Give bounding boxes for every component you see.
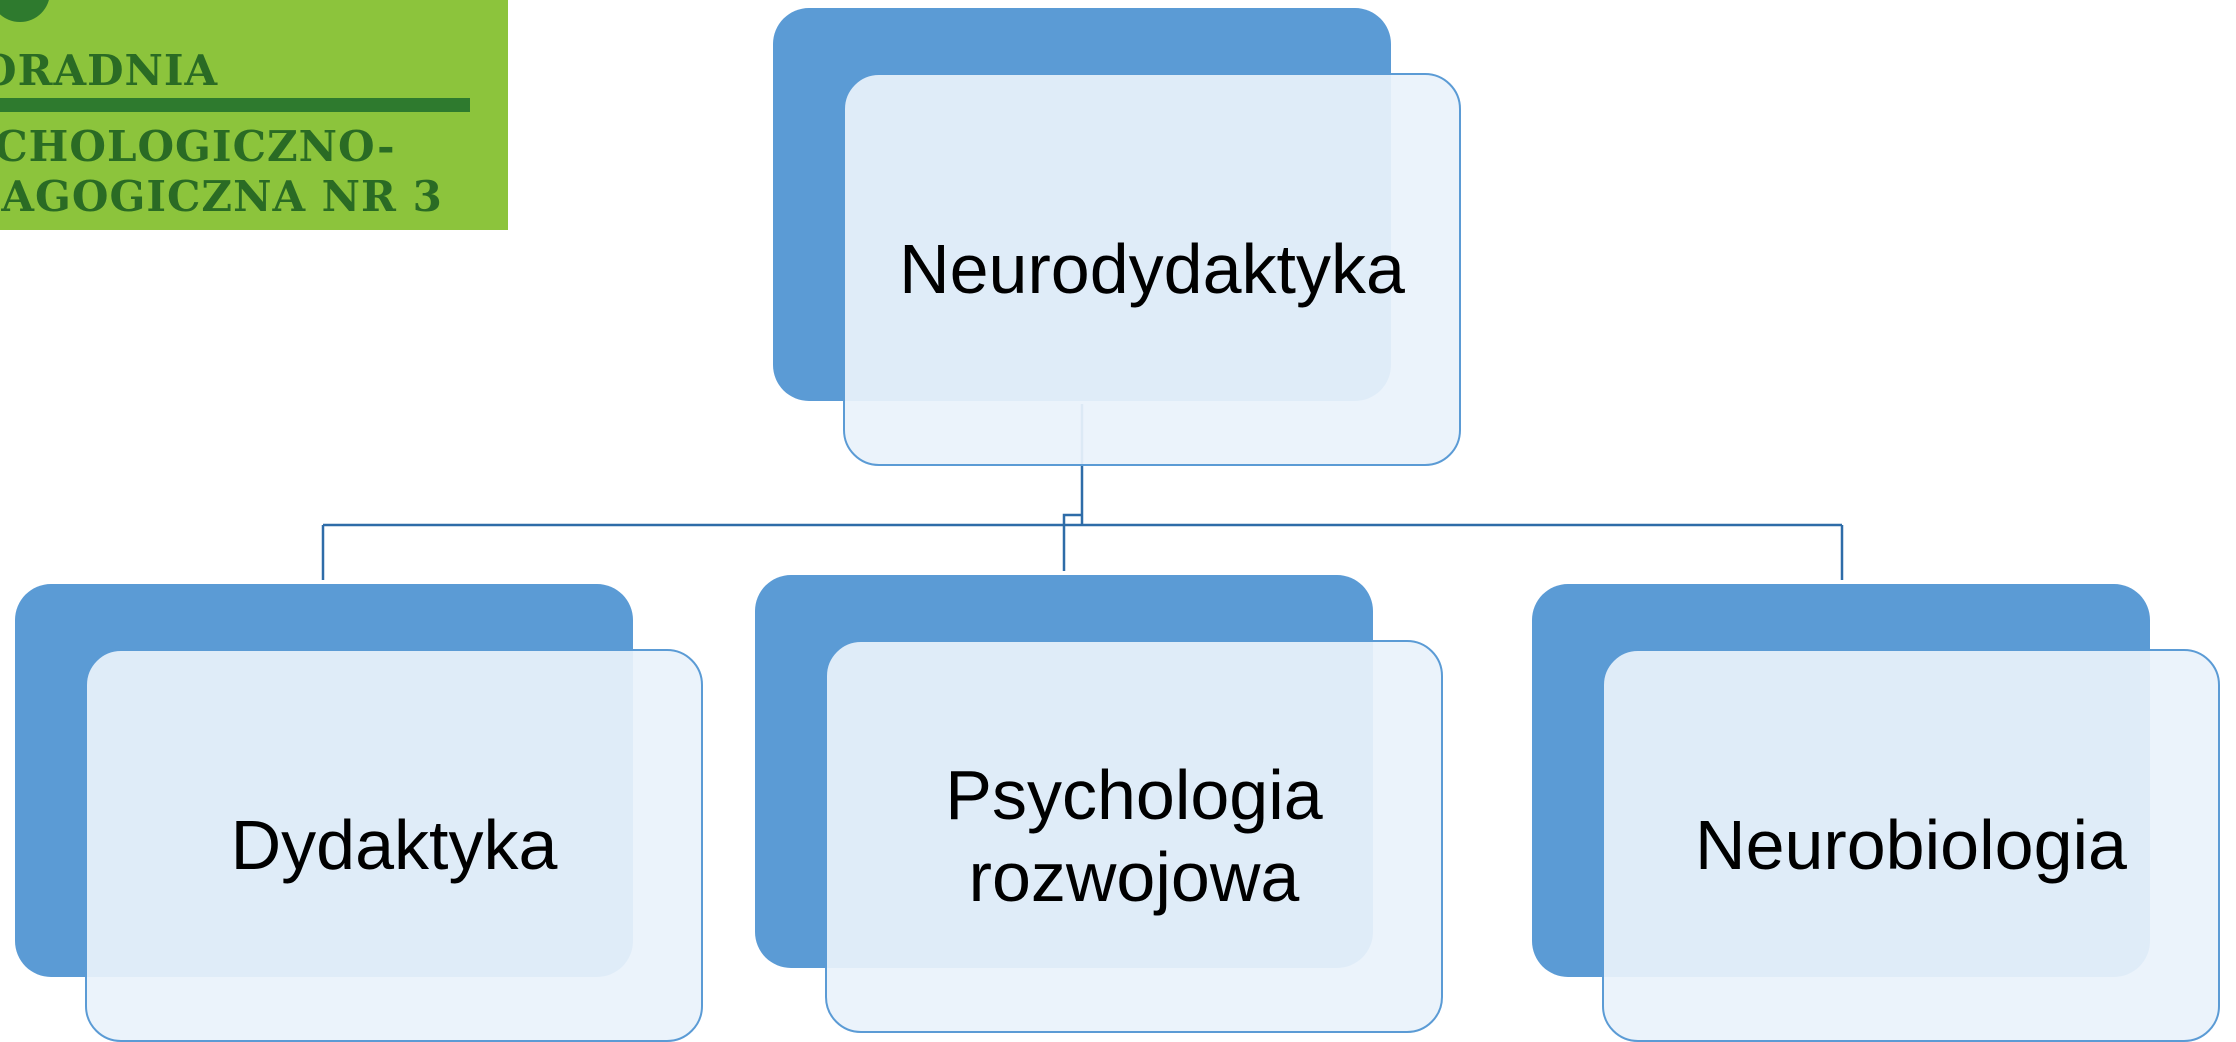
node-child-label: Neurobiologia	[1695, 805, 2127, 884]
node-child-label: Dydaktyka	[230, 805, 558, 884]
logo-text-line1: ORADNIA	[0, 46, 219, 95]
logo-text-line2a: YCHOLOGICZNO-	[0, 122, 396, 171]
logo: ORADNIA YCHOLOGICZNO- DAGOGICZNA NR 3	[0, 0, 508, 230]
logo-text-line3: DAGOGICZNA NR 3	[0, 172, 443, 221]
node-root-front: Neurodydaktyka	[843, 73, 1461, 466]
node-child-front: Neurobiologia	[1602, 649, 2220, 1042]
node-child-label: Psychologia rozwojowa	[945, 755, 1323, 916]
logo-text-line2: YCHOLOGICZNO- DAGOGICZNA NR 3	[0, 122, 443, 222]
connector-middle	[1062, 513, 1082, 571]
logo-rule	[0, 98, 470, 112]
node-child-front: Psychologia rozwojowa	[825, 640, 1443, 1033]
node-root-label: Neurodydaktyka	[899, 229, 1405, 308]
node-child-front: Dydaktyka	[85, 649, 703, 1042]
